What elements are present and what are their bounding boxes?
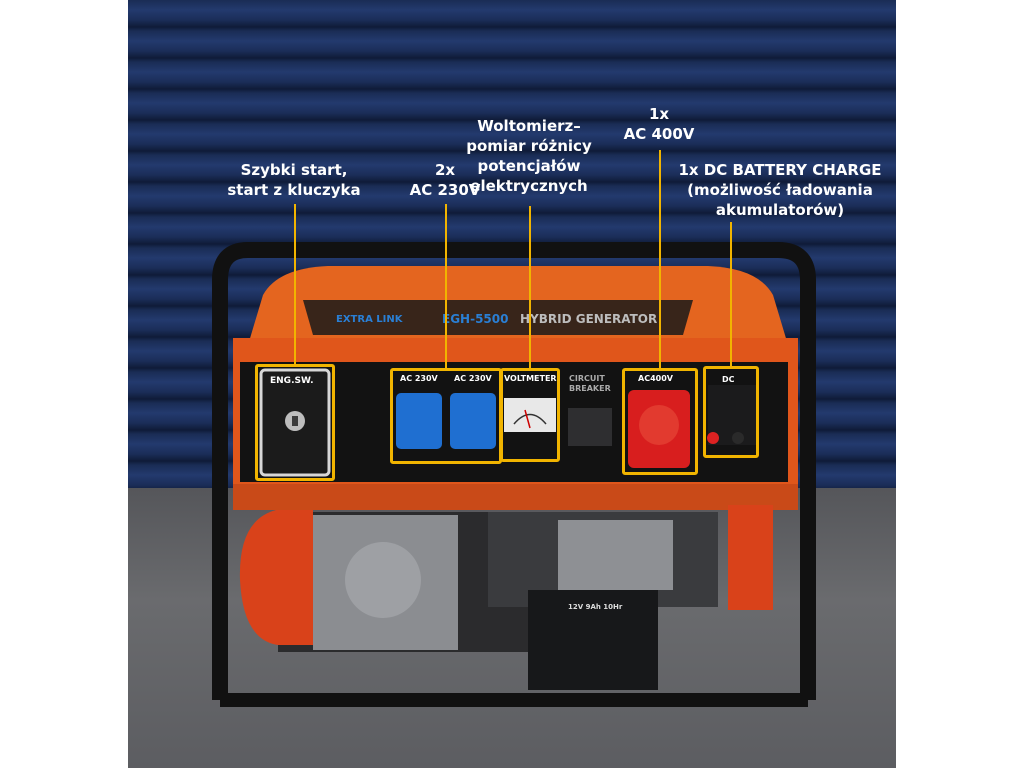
- blue-socket-right: [450, 393, 496, 449]
- brand-logo: EXTRA LINK: [336, 314, 403, 325]
- ac230-right-label: AC 230V: [454, 374, 492, 383]
- circuit-label: CIRCUIT: [569, 374, 605, 383]
- hybrid-generator-label: HYBRID GENERATOR: [520, 312, 658, 326]
- frame-key-switch: [255, 364, 335, 481]
- battery-label: 12V 9Ah 10Hr: [568, 603, 623, 611]
- breaker-label: BREAKER: [569, 384, 611, 393]
- product-photo: EXTRA LINK EGH-5500 HYBRID GENERATOR ENG…: [128, 0, 896, 768]
- roll-frame: [212, 242, 816, 700]
- frame-voltmeter: [500, 368, 560, 462]
- annotation-voltmeter: Woltomierz– pomiar różnicy potencjałów e…: [466, 117, 592, 195]
- ac230-left-label: AC 230V: [400, 374, 438, 383]
- frame-ac230: [390, 368, 502, 464]
- blue-socket-left: [396, 393, 442, 449]
- leader-dc: [730, 222, 732, 368]
- frame-ac400: [622, 368, 698, 475]
- annotation-ac400: 1x AC 400V: [623, 105, 695, 143]
- annotation-ac230: 2x AC 230V: [409, 161, 481, 199]
- annotation-quick-start: Szybki start, start z kluczyka: [227, 161, 361, 199]
- leader-ac400: [659, 150, 661, 370]
- eng-sw-label: ENG.SW.: [270, 376, 314, 386]
- circuit-breaker: [568, 408, 612, 446]
- leader-ac230: [445, 204, 447, 370]
- model-label: EGH-5500: [442, 312, 509, 326]
- dc-label: DC: [722, 375, 735, 384]
- leader-quick-start: [294, 204, 296, 366]
- annotation-dc: 1x DC BATTERY CHARGE (możliwość ładowani…: [678, 161, 882, 219]
- frame-dc: [703, 366, 759, 458]
- battery: [528, 590, 658, 690]
- leader-voltmeter: [529, 206, 531, 370]
- ac400-label: AC400V: [638, 374, 673, 383]
- voltmeter-label: VOLTMETER: [504, 374, 557, 383]
